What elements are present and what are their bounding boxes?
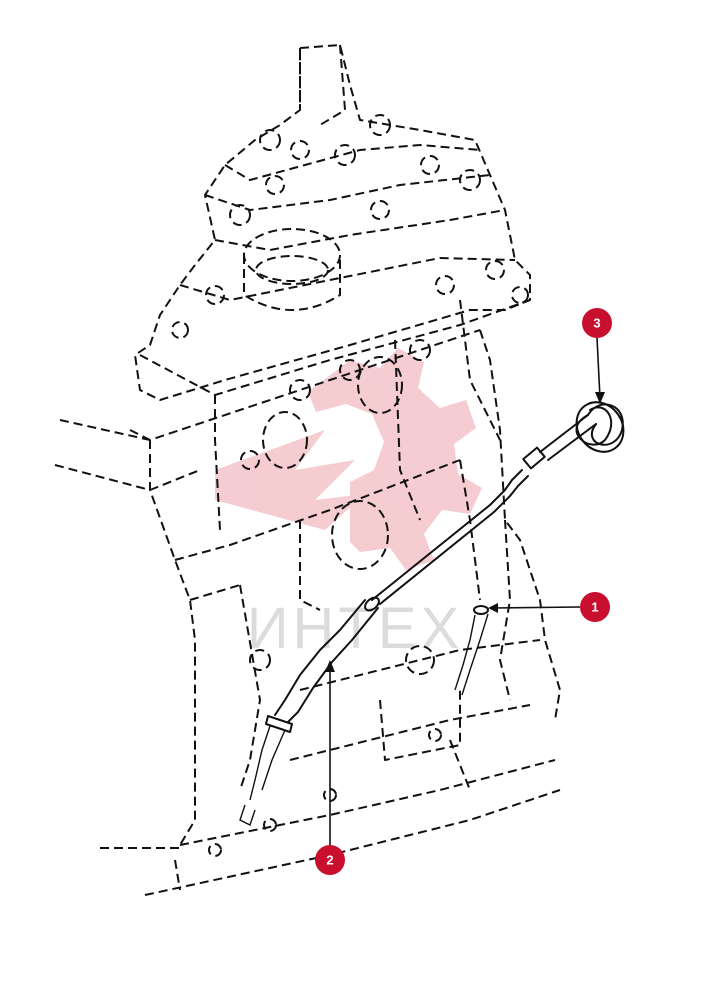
callout-1-label: 1 <box>591 600 598 615</box>
callout-1-arrowhead <box>488 603 498 613</box>
callout-2: 2 <box>315 660 345 875</box>
dipstick-gauge <box>371 401 625 605</box>
dipstick-tube <box>239 596 380 826</box>
watermark-text: ИНТЕХ <box>247 596 463 661</box>
callout-3-label: 3 <box>593 316 600 331</box>
callout-1-badge <box>580 592 610 622</box>
callout-3-badge <box>582 308 612 338</box>
callout-2-badge <box>315 845 345 875</box>
watermark-wing <box>215 430 365 530</box>
callout-2-arrowhead <box>325 660 335 672</box>
callout-1: 1 <box>488 592 610 622</box>
plug-part <box>454 605 489 696</box>
callout-3: 3 <box>582 308 612 404</box>
watermark-logo: ИНТЕХ <box>215 348 482 661</box>
watermark-gear-icon <box>308 348 482 570</box>
callout-3-arrowhead <box>595 392 605 404</box>
callout-2-label: 2 <box>326 853 333 868</box>
